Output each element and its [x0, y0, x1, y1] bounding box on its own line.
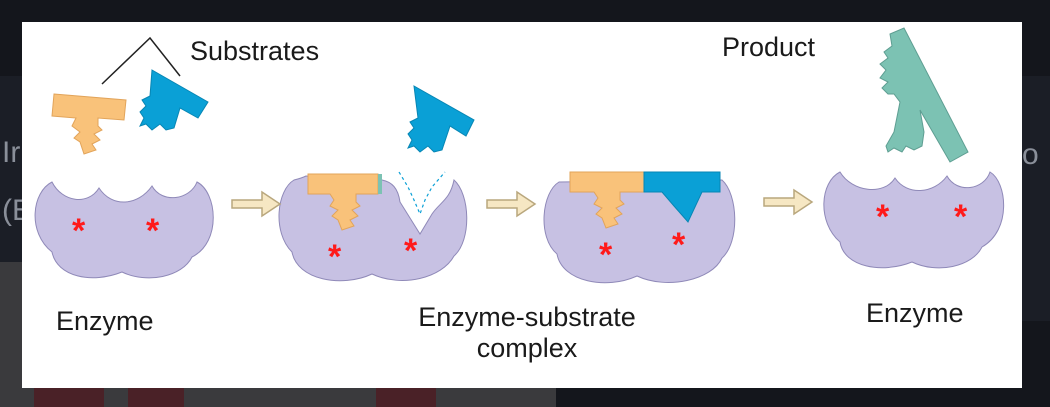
substrate-orange-bound-1 [307, 173, 379, 231]
substrate-blue-free [139, 69, 209, 131]
active-site-marker: * [404, 232, 418, 270]
complex-label-line2: complex [476, 333, 578, 363]
enzyme-3 [543, 179, 736, 284]
reaction-arrow [763, 188, 814, 216]
active-site-marker: * [672, 226, 686, 264]
enzyme-label-left: Enzyme [56, 306, 154, 336]
background-text-fragment: o [1022, 138, 1039, 171]
reaction-arrow [486, 190, 537, 218]
enzyme-2 [278, 175, 468, 282]
product-label: Product [722, 32, 816, 62]
active-site-marker: * [146, 212, 160, 250]
product-molecule [879, 27, 969, 163]
reaction-arrow [231, 190, 282, 218]
active-site-marker: * [599, 236, 613, 274]
substrate-blue-approaching [407, 85, 475, 153]
diagram-canvas: * * * * * * * * [34, 27, 1005, 284]
background-text-fragment: Ir [2, 136, 21, 169]
active-site-marker: * [954, 198, 968, 236]
complex-label: Enzyme-substrate complex [382, 302, 672, 364]
substrates-label: Substrates [190, 36, 320, 66]
enzyme-label-right: Enzyme [866, 298, 964, 328]
active-site-marker: * [328, 238, 342, 276]
active-site-marker: * [876, 198, 890, 236]
enzyme-diagram: * * * * * * * * Substrates Product Enzym… [22, 22, 1022, 388]
enzyme-1 [34, 181, 214, 279]
substrates-pointer-line [101, 36, 181, 85]
substrate-blue-bound [643, 171, 721, 223]
complex-label-line1: Enzyme-substrate [418, 302, 636, 332]
substrate-orange-free [51, 93, 127, 155]
product-bond-sliver [378, 174, 382, 194]
active-site-marker: * [72, 212, 86, 250]
substrate-orange-bound-2 [569, 171, 645, 229]
enzyme-4 [823, 171, 1005, 269]
